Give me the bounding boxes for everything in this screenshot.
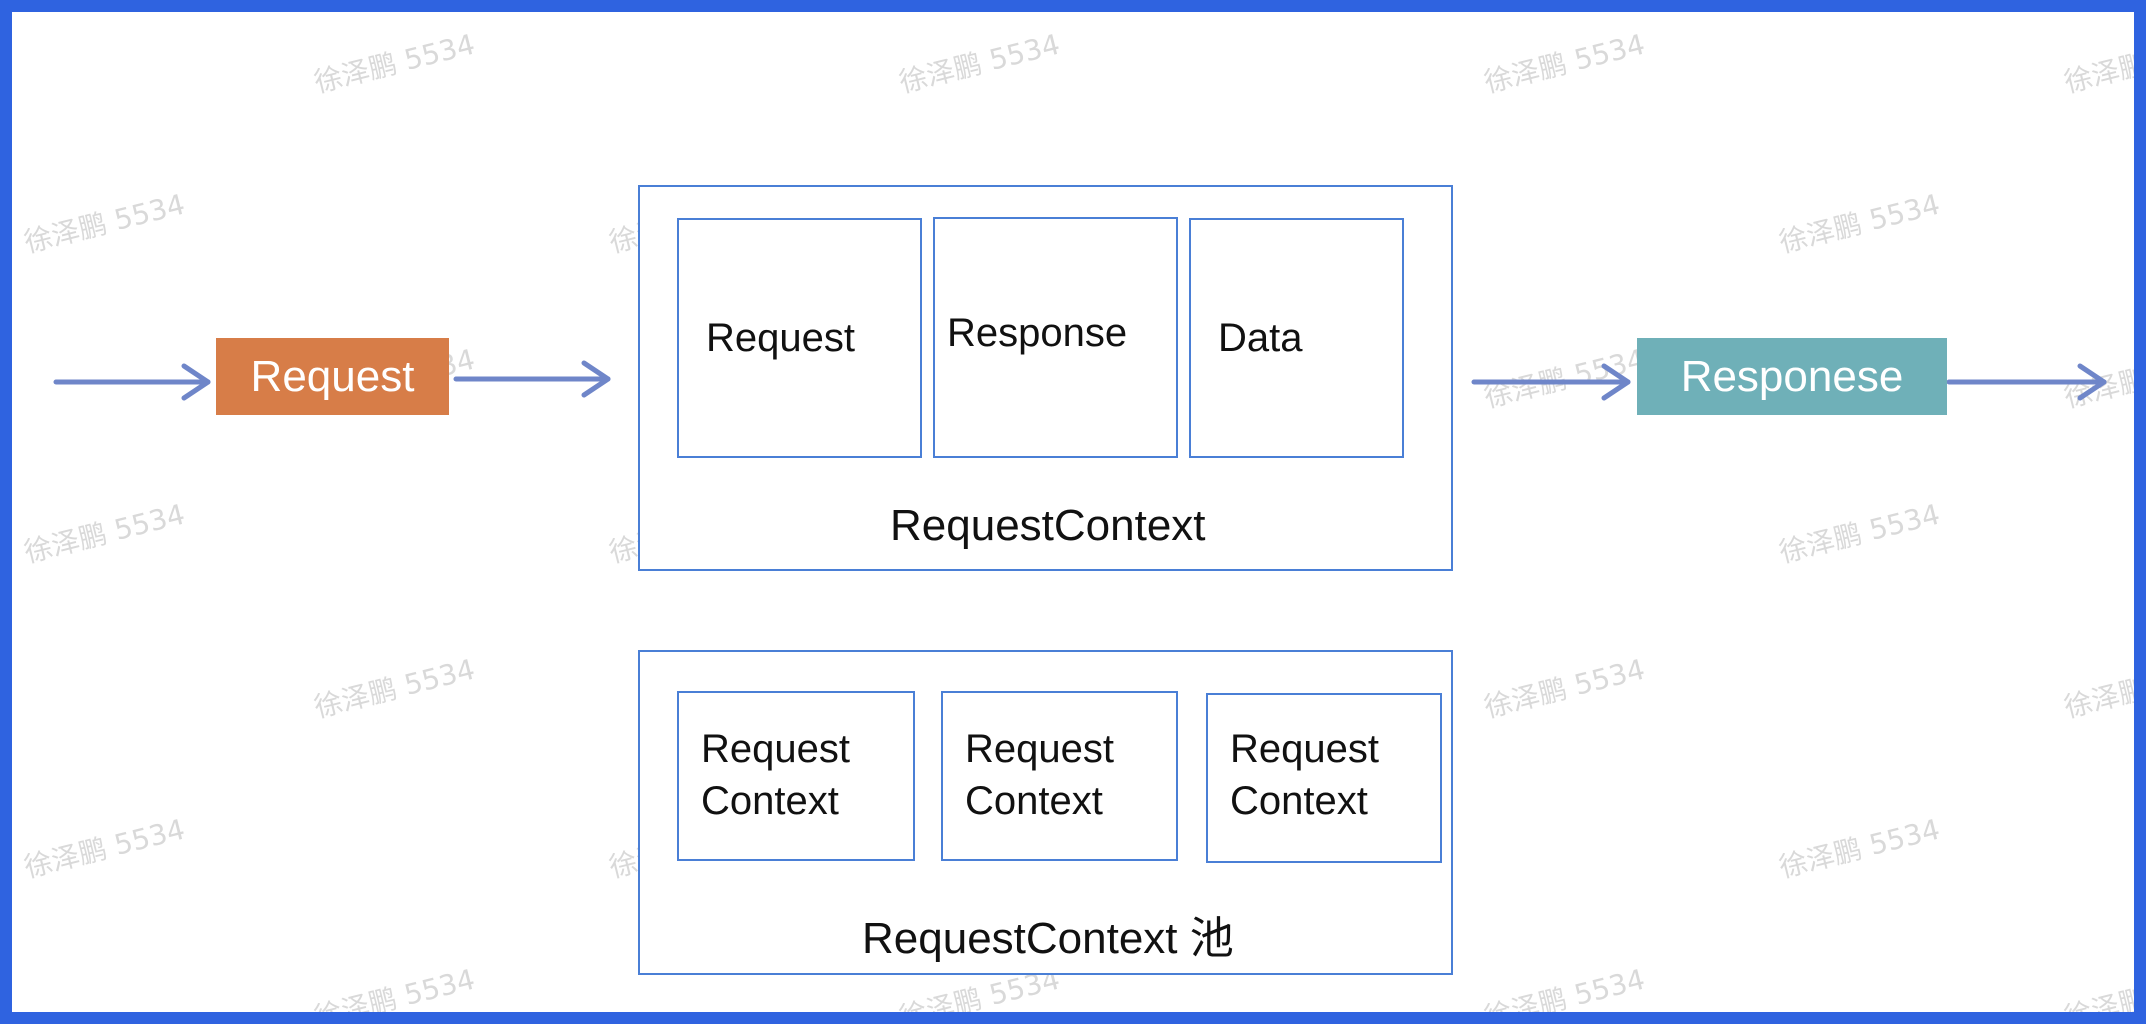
flow-arrows (53, 360, 2107, 401)
context-field-label: Response (947, 311, 1128, 355)
context-field-request: Request (677, 218, 922, 458)
pool-item-line1: Request (1230, 727, 1379, 771)
pool-item-line1: Request (965, 727, 1114, 771)
pool-item-line1: Request (701, 727, 850, 771)
response-box-label: Responese (1680, 351, 1904, 401)
context-field-label: Data (1218, 316, 1303, 360)
pool-item: Request Context (1206, 693, 1442, 863)
arrow-out-head (2077, 363, 2107, 401)
arrow-to-response-head (1601, 363, 1631, 401)
pool-item-line2: Context (701, 779, 839, 823)
context-field-label: Request (706, 316, 855, 360)
response-box: Responese (1637, 338, 1947, 415)
request-box-label: Request (250, 351, 415, 401)
pool-item: Request Context (941, 691, 1178, 861)
request-context-box: Request Response Data RequestContext (638, 185, 1453, 571)
context-field-response: Response (933, 217, 1178, 458)
pool-item: Request Context (677, 691, 915, 861)
pool-item-line2: Context (965, 779, 1103, 823)
arrow-in-head (181, 363, 211, 401)
request-context-caption: RequestContext (890, 501, 1206, 550)
request-context-pool-caption: RequestContext 池 (862, 914, 1234, 963)
pool-item-line2: Context (1230, 779, 1368, 823)
arrow-to-context-head (581, 360, 611, 398)
context-field-data: Data (1189, 218, 1404, 458)
request-context-pool-box: Request Context Request Context Request … (638, 650, 1453, 975)
request-box: Request (216, 338, 449, 415)
